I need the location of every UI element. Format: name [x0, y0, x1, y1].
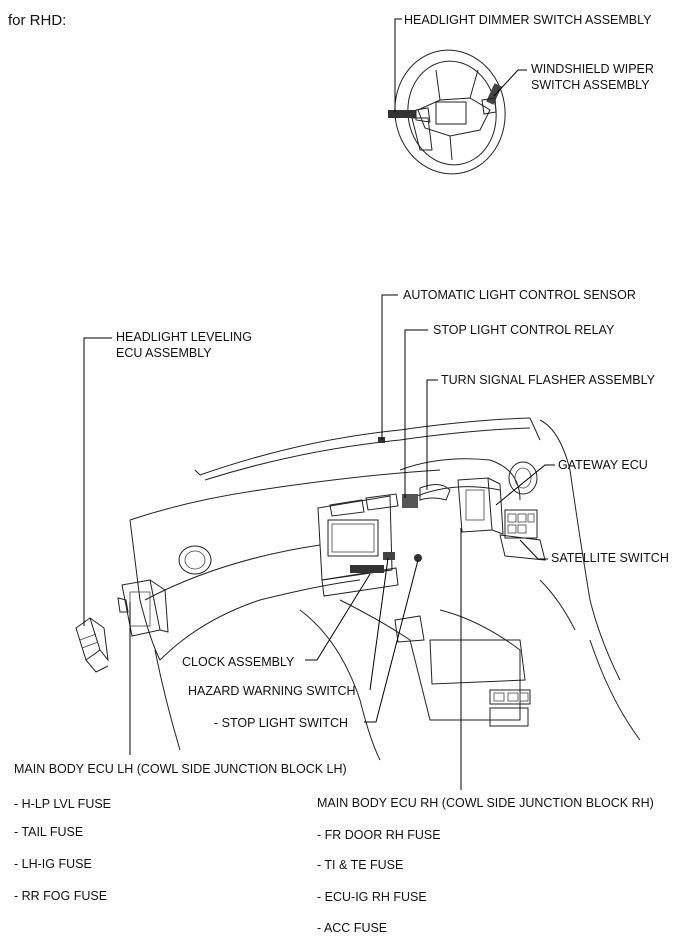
main-body-ecu-lh-heading: MAIN BODY ECU LH (COWL SIDE JUNCTION BLO…	[14, 762, 347, 776]
lh-fuse-item: - LH-IG FUSE	[14, 857, 92, 871]
stop-light-control-relay-label: STOP LIGHT CONTROL RELAY	[433, 323, 615, 337]
rh-fuse-item: - ECU-IG RH FUSE	[317, 890, 427, 904]
steering-wheel-drawing	[388, 49, 506, 175]
headlight-leveling-label-line2: ECU ASSEMBLY	[116, 346, 212, 360]
gateway-ecu-label: GATEWAY ECU	[558, 458, 648, 472]
page-title: for RHD:	[8, 12, 67, 29]
lh-fuse-item: - TAIL FUSE	[14, 825, 84, 839]
automatic-light-control-sensor-label: AUTOMATIC LIGHT CONTROL SENSOR	[403, 288, 636, 302]
windshield-wiper-label-line2: SWITCH ASSEMBLY	[531, 78, 650, 92]
turn-signal-flasher-label: TURN SIGNAL FLASHER ASSEMBLY	[441, 373, 655, 387]
headlight-leveling-label-line1: HEADLIGHT LEVELING	[116, 330, 252, 344]
lh-fuse-item: - H-LP LVL FUSE	[14, 797, 112, 811]
hazard-warning-switch-label: HAZARD WARNING SWITCH	[188, 684, 356, 698]
satellite-switch-label: SATELLITE SWITCH	[551, 551, 669, 565]
headlight-dimmer-switch-label: HEADLIGHT DIMMER SWITCH ASSEMBLY	[404, 13, 652, 27]
stop-light-switch-label: - STOP LIGHT SWITCH	[214, 716, 349, 730]
rh-fuse-item: - TI & TE FUSE	[317, 858, 404, 872]
rh-fuse-item: - ACC FUSE	[317, 921, 388, 935]
main-body-ecu-rh-heading: MAIN BODY ECU RH (COWL SIDE JUNCTION BLO…	[317, 796, 654, 810]
rh-fuse-item: - FR DOOR RH FUSE	[317, 828, 441, 842]
lh-fuse-item: - RR FOG FUSE	[14, 889, 108, 903]
leader-lines	[83, 18, 555, 790]
dashboard-drawing	[129, 417, 641, 761]
clock-assembly-label: CLOCK ASSEMBLY	[182, 655, 295, 669]
main-body-ecu-lh-drawing	[117, 579, 169, 637]
windshield-wiper-label-line1: WINDSHIELD WIPER	[531, 62, 654, 76]
headlight-leveling-ecu-drawing	[75, 617, 109, 673]
